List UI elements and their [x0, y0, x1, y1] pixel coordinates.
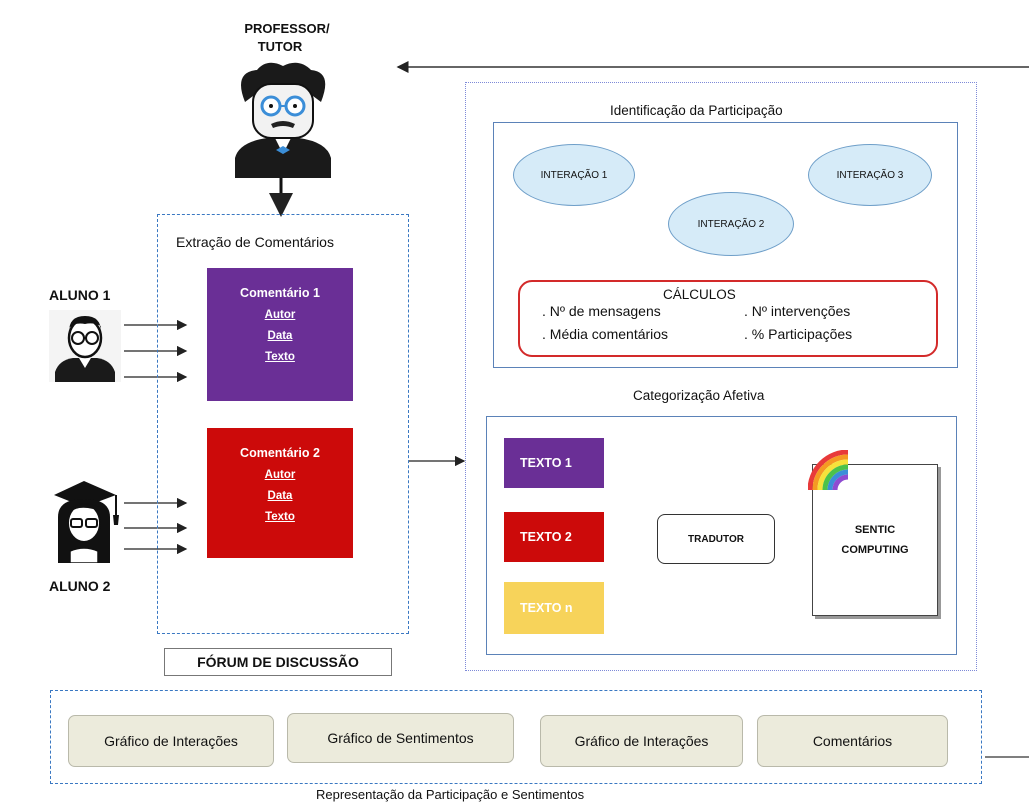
translator-box: TRADUTOR [657, 514, 775, 564]
interaction-graph-button-1-label: Gráfico de Interações [104, 733, 238, 749]
translator-label: TRADUTOR [688, 533, 744, 545]
forum-extraction-region [157, 214, 409, 634]
text-1-box: TEXTO 1 [504, 438, 604, 488]
text-1-label: TEXTO 1 [520, 456, 572, 470]
comment-1-card: Comentário 1 Autor Data Texto [207, 268, 353, 401]
professor-label-line1: PROFESSOR/ [244, 21, 330, 36]
identification-title: Identificação da Participação [610, 103, 783, 118]
analysis-region [465, 82, 977, 671]
comment-2-card: Comentário 2 Autor Data Texto [207, 428, 353, 558]
comment-2-title: Comentário 2 [240, 446, 320, 460]
sentic-label-line2: COMPUTING [841, 544, 909, 556]
text-n-label: TEXTO n [520, 601, 573, 615]
comment-1-field-texto[interactable]: Texto [265, 351, 295, 363]
comment-1-field-data[interactable]: Data [267, 330, 293, 342]
interaction-graph-button-2[interactable]: Gráfico de Interações [540, 715, 743, 767]
interaction-1-label: INTERAÇÃO 1 [540, 169, 608, 181]
sentiment-graph-button[interactable]: Gráfico de Sentimentos [287, 713, 514, 763]
affective-title: Categorização Afetiva [633, 388, 765, 403]
comments-button-label: Comentários [812, 733, 893, 749]
student-graduate-avatar-icon [54, 481, 119, 563]
interaction-2-node: INTERAÇÃO 2 [668, 192, 794, 256]
calculations-box [518, 280, 938, 357]
sentiment-graph-button-label: Gráfico de Sentimentos [327, 730, 474, 746]
interaction-graph-button-2-label: Gráfico de Interações [574, 733, 709, 749]
calculations-title: CÁLCULOS [663, 287, 736, 302]
forum-footer-box: FÓRUM DE DISCUSSÃO [164, 648, 392, 676]
calc-item-average: . Média comentários [542, 326, 669, 342]
forum-extraction-title: Extração de Comentários [176, 234, 334, 250]
professor-label-line2: TUTOR [257, 39, 303, 54]
text-n-box: TEXTO n [504, 582, 604, 634]
interaction-1-node: INTERAÇÃO 1 [513, 144, 635, 206]
aluno-2-label: ALUNO 2 [49, 578, 111, 594]
interaction-3-label: INTERAÇÃO 3 [836, 169, 904, 181]
comments-button[interactable]: Comentários [757, 715, 948, 767]
representation-region [50, 690, 982, 784]
interaction-3-node: INTERAÇÃO 3 [808, 144, 932, 206]
text-2-label: TEXTO 2 [520, 530, 572, 544]
sentic-label-line1: SENTIC [854, 524, 896, 536]
aluno-1-label: ALUNO 1 [49, 287, 111, 303]
representation-title: Representação da Participação e Sentimen… [316, 787, 585, 802]
calc-item-messages: . Nº de mensagens [542, 303, 661, 319]
text-2-box: TEXTO 2 [504, 512, 604, 562]
comment-2-field-autor[interactable]: Autor [264, 469, 296, 481]
forum-footer-label: FÓRUM DE DISCUSSÃO [197, 654, 359, 670]
rainbow-icon [808, 450, 849, 490]
comment-1-field-autor[interactable]: Autor [264, 309, 296, 321]
interaction-2-label: INTERAÇÃO 2 [697, 218, 765, 230]
comment-1-title: Comentário 1 [240, 286, 320, 300]
professor-avatar-icon [235, 62, 331, 178]
comment-2-field-texto[interactable]: Texto [265, 511, 295, 523]
interaction-graph-button-1[interactable]: Gráfico de Interações [68, 715, 274, 767]
comment-2-field-data[interactable]: Data [267, 490, 293, 502]
calc-item-interventions: . Nº intervenções [744, 303, 851, 319]
student-male-avatar-icon [49, 310, 121, 382]
calc-item-participation: . % Participações [744, 326, 853, 342]
professor-label: PROFESSOR/ TUTOR [222, 20, 352, 56]
